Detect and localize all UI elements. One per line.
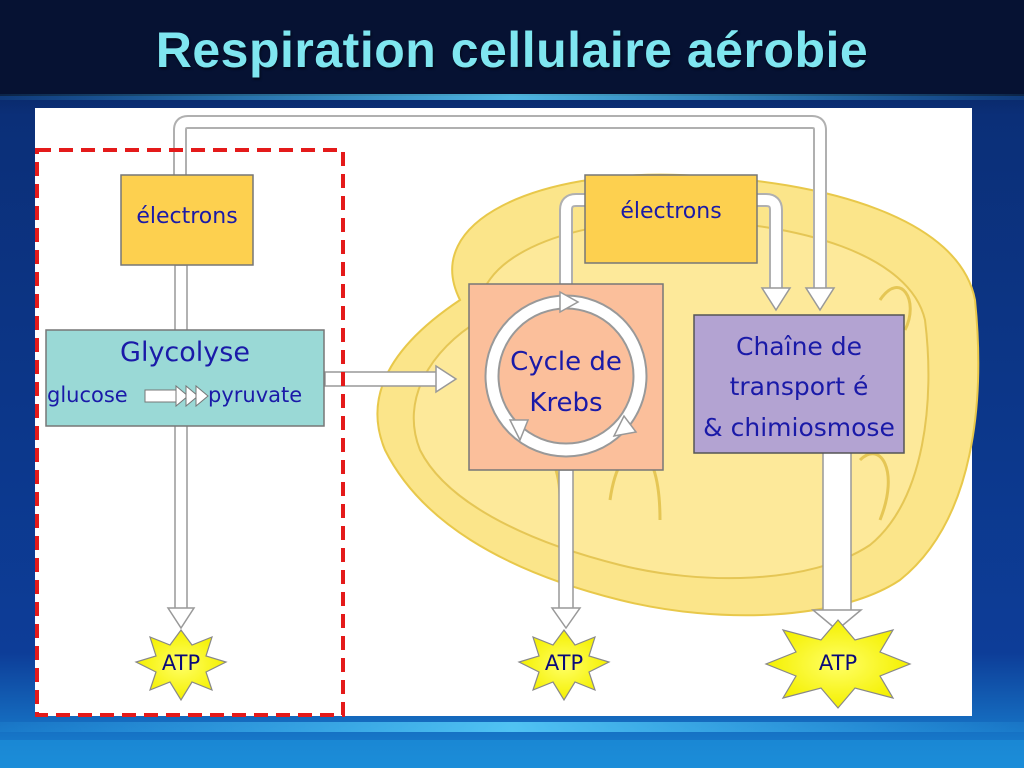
krebs-electrons-box (584, 174, 758, 264)
krebs-title-line1: Cycle de (510, 347, 622, 377)
glycolysis-to: pyruvate (208, 383, 303, 407)
glucose-pyruvate-arrows (144, 384, 209, 408)
krebs-electron-arrows (559, 193, 792, 312)
krebs-box (468, 283, 664, 471)
atp-star-krebs (517, 628, 611, 702)
title-bar: Respiration cellulaire aérobie (0, 0, 1024, 100)
glycolysis-from: glucose (47, 383, 128, 407)
glycolysis-title: Glycolyse (120, 337, 250, 368)
glycolysis-highlight-frame (35, 148, 345, 717)
transport-line3: & chimiosmose (703, 413, 895, 442)
glycolysis-electrons-label: électrons (136, 204, 238, 229)
atp-label-krebs: ATP (544, 651, 584, 675)
slide-title: Respiration cellulaire aérobie (155, 22, 869, 78)
atp-label-transport: ATP (818, 651, 858, 675)
atp-label-glycolysis: ATP (161, 651, 201, 675)
krebs-electrons-label: électrons (620, 199, 722, 224)
transport-line1: Chaîne de (736, 332, 862, 361)
krebs-cycle-icon (484, 290, 648, 458)
atp-arrows (166, 264, 864, 631)
krebs-title-line2: Krebs (529, 388, 603, 418)
glycolysis-electrons-box (120, 174, 254, 266)
transport-chain-box (693, 314, 905, 454)
atp-star-glycolysis (134, 628, 228, 702)
glycolysis-box (45, 329, 325, 427)
transport-line2: transport é (729, 372, 869, 401)
atp-star-transport (764, 619, 912, 709)
electron-loop-arrow (173, 115, 836, 312)
pyruvate-to-krebs-arrow (324, 364, 458, 394)
